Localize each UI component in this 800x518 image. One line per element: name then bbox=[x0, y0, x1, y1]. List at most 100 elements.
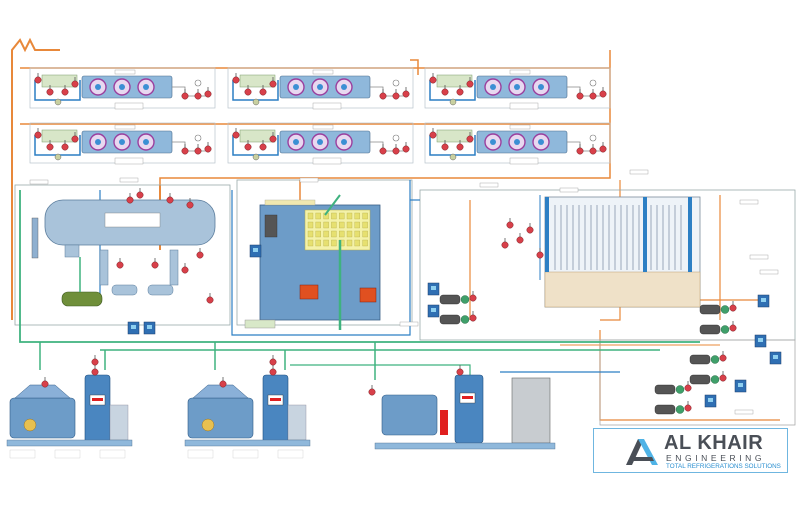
valve-body-icon bbox=[166, 196, 174, 204]
valve-body-icon bbox=[71, 80, 79, 88]
panel-screen bbox=[431, 308, 436, 312]
machine-frame-left bbox=[14, 184, 231, 326]
fan-hub bbox=[490, 139, 496, 145]
valve-body-icon bbox=[34, 76, 42, 84]
valve bbox=[41, 377, 49, 388]
fill-cell bbox=[323, 221, 329, 229]
pipe bbox=[410, 59, 419, 75]
gauge-icon bbox=[392, 79, 400, 87]
oil-separator bbox=[262, 374, 289, 444]
valve-body-icon bbox=[684, 384, 692, 392]
pipe bbox=[290, 364, 471, 375]
valve-body-icon bbox=[244, 88, 252, 96]
valve-body-icon bbox=[379, 92, 387, 100]
circulation-pump bbox=[299, 284, 319, 300]
machine-room bbox=[29, 169, 782, 415]
valve bbox=[392, 144, 400, 155]
valve bbox=[684, 401, 692, 412]
valve-body-icon bbox=[729, 324, 737, 332]
ammonia-pump bbox=[439, 311, 477, 325]
skid-base bbox=[374, 442, 556, 450]
fan-hub bbox=[293, 139, 299, 145]
pipe bbox=[231, 180, 411, 336]
fan-motor bbox=[264, 214, 278, 238]
valve-body-icon bbox=[269, 368, 277, 376]
valve-body-icon bbox=[589, 92, 597, 100]
valve-body-icon bbox=[46, 143, 54, 151]
fill-cell bbox=[307, 239, 314, 247]
strainer-icon bbox=[54, 153, 62, 161]
valve bbox=[232, 73, 240, 84]
panel-screen bbox=[431, 286, 436, 290]
pump-casing bbox=[675, 405, 685, 414]
fan-hub bbox=[514, 84, 520, 90]
pump-casing bbox=[675, 385, 685, 394]
valve-body-icon bbox=[599, 90, 607, 98]
valve-body-icon bbox=[526, 226, 534, 234]
fill-cell bbox=[307, 230, 314, 238]
pump-casing bbox=[710, 355, 720, 364]
valve bbox=[402, 87, 410, 98]
valve-body-icon bbox=[466, 135, 474, 143]
control-panel bbox=[127, 321, 140, 335]
valve bbox=[516, 233, 524, 244]
oil-separator bbox=[84, 374, 111, 444]
panel-screen bbox=[253, 248, 258, 252]
spec-label bbox=[232, 449, 259, 459]
spec-label bbox=[277, 449, 304, 459]
valve-body-icon bbox=[219, 380, 227, 388]
valve-body-icon bbox=[402, 90, 410, 98]
valve bbox=[589, 144, 597, 155]
control-panel bbox=[754, 334, 767, 348]
panel-screen bbox=[738, 383, 743, 387]
valve bbox=[469, 311, 477, 322]
valve-body-icon bbox=[466, 80, 474, 88]
reciprocating-compressor bbox=[6, 355, 133, 459]
screw-compressor bbox=[368, 365, 556, 450]
valve-body-icon bbox=[244, 143, 252, 151]
valve bbox=[71, 77, 79, 88]
logo-tagline: TOTAL REFRIGERATIONS SOLUTIONS bbox=[666, 463, 781, 470]
suction-header bbox=[19, 190, 700, 343]
valve bbox=[46, 85, 54, 96]
tag-label bbox=[749, 254, 769, 260]
fill-cell bbox=[315, 212, 321, 220]
valve-body-icon bbox=[392, 147, 400, 155]
pump-motor bbox=[439, 294, 461, 305]
tag-label bbox=[399, 321, 419, 327]
valve-body-icon bbox=[91, 368, 99, 376]
valve-body-icon bbox=[269, 80, 277, 88]
spec-label bbox=[187, 449, 214, 459]
valve-body-icon bbox=[232, 131, 240, 139]
valve-body-icon bbox=[599, 145, 607, 153]
strainer-icon bbox=[54, 98, 62, 106]
valve-station bbox=[41, 74, 78, 88]
pump-casing bbox=[460, 295, 470, 304]
valve bbox=[194, 144, 202, 155]
fill-cell bbox=[354, 221, 360, 229]
valve-body-icon bbox=[204, 145, 212, 153]
tag-label bbox=[114, 102, 144, 110]
fill-pack bbox=[304, 209, 371, 251]
valve-body-icon bbox=[516, 236, 524, 244]
valve-body-icon bbox=[729, 304, 737, 312]
fill-cell bbox=[307, 212, 314, 220]
panel-screen bbox=[761, 298, 766, 302]
valve bbox=[46, 140, 54, 151]
tag-label bbox=[312, 102, 342, 110]
valve-body-icon bbox=[151, 261, 159, 269]
valve bbox=[441, 85, 449, 96]
pump-casing bbox=[710, 375, 720, 384]
coupling bbox=[440, 410, 448, 435]
fill-cell bbox=[346, 230, 353, 238]
valve-body-icon bbox=[186, 201, 194, 209]
pipe bbox=[324, 194, 341, 216]
valve-body-icon bbox=[456, 88, 464, 96]
fill-cell bbox=[323, 239, 329, 247]
heat-exchanger bbox=[111, 284, 138, 296]
control-panel bbox=[143, 321, 156, 335]
tag-label bbox=[509, 102, 539, 110]
valve-body-icon bbox=[61, 88, 69, 96]
company-logo: AL KHAIR ENGINEERING TOTAL REFRIGERATION… bbox=[593, 428, 788, 473]
